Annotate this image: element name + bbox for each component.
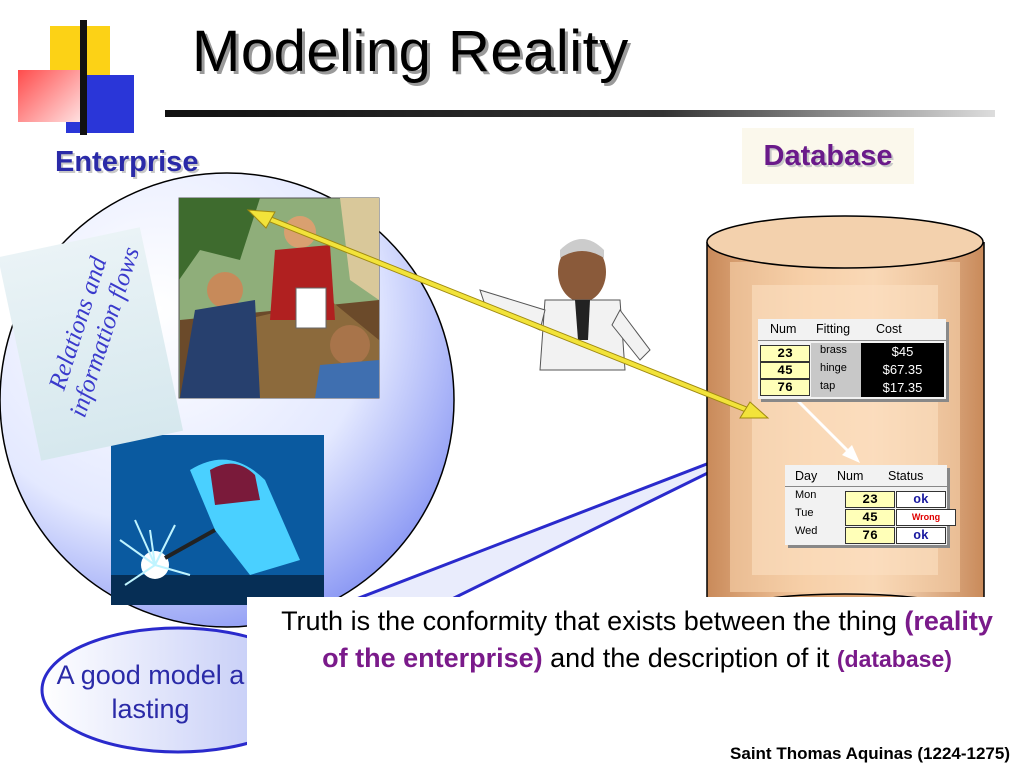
- correspondence-arrow: [246, 209, 770, 419]
- status-num-cell: 45: [845, 509, 895, 526]
- status-wrong-cell: Wrong: [896, 509, 956, 526]
- welder-clipart: [111, 435, 324, 605]
- fittings-cost-cell: $45: [861, 343, 944, 361]
- quote-box: Truth is the conformity that exists betw…: [247, 597, 1024, 768]
- status-ok-cell: ok: [896, 491, 946, 508]
- page-title: Modeling Reality: [192, 19, 629, 84]
- status-num-cell: 23: [845, 491, 895, 508]
- quote-highlight-database: (database): [836, 646, 952, 672]
- database-label: Database: [742, 128, 914, 184]
- fittings-cost-cell: $67.35: [861, 361, 944, 379]
- fittings-header-num: Num: [770, 322, 797, 336]
- status-table: Day Num Status Mon Tue Wed 23 45 76 ok W…: [785, 465, 956, 545]
- status-header-rule: [785, 486, 947, 487]
- fittings-header-rule: [758, 340, 946, 341]
- fittings-header-cost: Cost: [876, 322, 902, 336]
- fittings-fitting-cell: tap: [820, 380, 836, 392]
- status-day-cell: Mon: [795, 489, 817, 501]
- logo-square-red: [18, 70, 80, 122]
- bubble-text: A good model a lasting: [56, 660, 245, 724]
- table-link-arrow: [793, 396, 860, 463]
- title-rule: [165, 110, 995, 117]
- status-day-cell: Wed: [795, 525, 818, 537]
- quote-part1: Truth is the conformity that exists betw…: [281, 606, 897, 636]
- status-day-cell: Tue: [795, 507, 814, 519]
- fittings-fitting-column: [811, 343, 861, 397]
- logo-bar: [80, 20, 87, 135]
- fittings-num-cell: 76: [760, 379, 810, 396]
- meeting-clipart: [178, 197, 380, 399]
- quote-highlight-enterprise: (reality of the enterprise): [322, 606, 993, 673]
- fittings-num-cell: 45: [760, 362, 810, 379]
- status-num-cell: 76: [845, 527, 895, 544]
- fittings-cost-cell: $17.35: [861, 379, 944, 397]
- status-header-status: Status: [888, 469, 924, 483]
- businessman-clipart: [479, 239, 651, 371]
- fittings-fitting-cell: hinge: [820, 362, 847, 374]
- quote-part2: and the description of it: [550, 643, 830, 673]
- status-header-num: Num: [837, 469, 864, 483]
- fittings-fitting-cell: brass: [820, 344, 847, 356]
- status-ok-cell: ok: [896, 527, 946, 544]
- quote-author: Saint Thomas Aquinas (1224-1275): [730, 744, 1010, 763]
- database-cylinder: [706, 215, 985, 647]
- fittings-table: Num Fitting Cost 23 45 76 brass hinge ta…: [758, 319, 946, 399]
- enterprise-label: Enterprise: [55, 146, 199, 178]
- relations-box: Relations and information flows: [0, 227, 184, 461]
- logo-squares: [18, 20, 138, 135]
- truth-quote: Truth is the conformity that exists betw…: [277, 603, 997, 678]
- fittings-num-cell: 23: [760, 345, 810, 362]
- status-header-day: Day: [795, 469, 818, 483]
- fittings-header-fitting: Fitting: [816, 322, 851, 336]
